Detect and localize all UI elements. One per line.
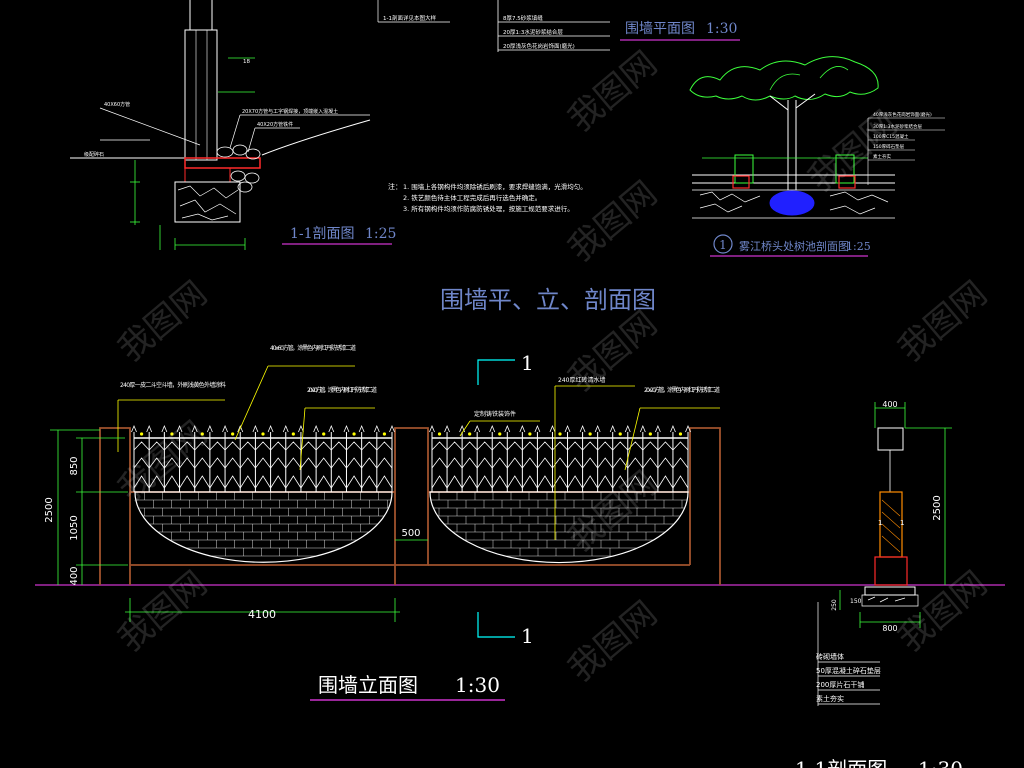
tree-pit-marker: 1 [719, 238, 727, 252]
small-layer-3: 200厚片石干铺 [816, 680, 864, 689]
section-callout-3: 20X70方管与工字钢焊接，顶端嵌入混凝土 [242, 108, 338, 115]
callout-post: 240厚一皮二斗空斗墙，外刷浅黄色外墙涂料 [120, 381, 226, 389]
watermark-text: 我图网 [801, 103, 905, 199]
section-mark-b: 1 [900, 519, 904, 527]
watermark-text: 我图网 [561, 303, 665, 399]
section-1-1-title: 1-1剖面图 [290, 226, 355, 242]
small-layer-4: 素土夯实 [816, 694, 844, 703]
small-section-1-1: 400 2500 250 150 800 1 1 砖砌墙体 50厚混凝土碎石垫层… [795, 400, 963, 768]
tree-pit-layer-4: 150厚碎石垫层 [873, 143, 905, 150]
section-mark-top: 1 [521, 351, 534, 375]
plan-layer-1: 8厚7.5砂浆填缝 [503, 14, 543, 22]
dim-post-width: 500 [401, 528, 420, 539]
small-dim-height: 2500 [932, 495, 943, 520]
tree-pit-layer-1: 40厚浅灰色花岗岩饰面(磨光) [873, 111, 932, 118]
section-1-1-detail: 1-1剖面详见本图大样 18 40X60方管 20X70方管与工字钢焊接，顶端嵌… [70, 0, 450, 250]
plan-view-scale: 1:30 [706, 21, 737, 37]
callout-bars-right: 20x20方管，涂黑色内刷红丹防锈漆二道 [644, 386, 720, 394]
watermark-text: 我图网 [111, 273, 215, 369]
dim-upper: 850 [69, 456, 80, 475]
note-3: 3. 所有钢构件均须作防腐防锈处理，按施工规范要求进行。 [403, 204, 574, 213]
general-notes: 注： 1. 围墙上各钢构件均须除锈后刷漆，要求焊缝饱满，光滑均匀。 2. 铁艺颜… [388, 182, 587, 213]
small-section-scale: 1:30 [918, 757, 963, 768]
note-1: 1. 围墙上各钢构件均须除锈后刷漆，要求焊缝饱满，光滑均匀。 [403, 182, 587, 191]
small-layer-2: 50厚混凝土碎石垫层 [816, 666, 881, 675]
elevation-scale: 1:30 [455, 673, 500, 697]
watermark-text: 我图网 [561, 43, 665, 139]
elevation-title: 围墙立面图 [318, 673, 418, 697]
tree-pit-title: 雾江桥头处树池剖面图 [739, 239, 849, 253]
small-dim-left: 250 [831, 599, 838, 611]
small-dim-right: 150 [850, 598, 862, 605]
dim-base: 400 [69, 566, 80, 585]
wall-elevation: 1 1 240厚一皮二斗空斗墙，外刷浅黄色外墙涂料 40x60方管，涂黑色内刷红… [35, 344, 1005, 701]
tree-pit-layer-2: 30厚1:3水泥砂浆结合层 [873, 123, 922, 130]
dim-middle: 1050 [69, 515, 80, 540]
brick-pattern [136, 492, 688, 557]
section-mark-bottom: 1 [521, 624, 534, 648]
section-callout-1: 1-1剖面详见本图大样 [383, 14, 436, 22]
callout-ornament: 定制铸铁装饰件 [474, 410, 516, 418]
plan-layer-3: 20厚浅灰色花岗岩饰面(磨光) [503, 42, 575, 50]
section-callout-2: 40X60方管 [104, 101, 130, 108]
tree-pit-scale: 1:25 [846, 240, 871, 253]
section-mark-a: 1 [878, 519, 882, 527]
section-dim-label: 18 [243, 59, 250, 65]
tree-pit-layer-5: 素土夯实 [873, 153, 891, 160]
small-layer-1: 砖砌墙体 [816, 652, 844, 661]
watermark-text: 我图网 [111, 563, 215, 659]
dim-span: 4100 [248, 608, 276, 621]
section-callout-4: 40X20方管铁件 [257, 121, 293, 128]
plan-view-title: 围墙平面图 [625, 21, 695, 37]
small-dim-base: 800 [882, 624, 897, 633]
plan-view-layers: 8厚7.5砂浆填缝 20厚1:3水泥砂浆结合层 20厚浅灰色花岗岩饰面(磨光) … [497, 0, 740, 52]
section-1-1-scale: 1:25 [365, 226, 396, 242]
notes-label: 注： [388, 182, 402, 191]
small-dim-top: 400 [882, 400, 897, 409]
dim-total-height: 2500 [44, 497, 55, 522]
note-2: 2. 铁艺颜色待主体工程完成后再行选色并确定。 [403, 193, 541, 202]
fence-panel-left [131, 424, 395, 492]
main-title: 围墙平、立、剖面图 [440, 286, 656, 314]
tree-pit-section: 40厚浅灰色花岗岩饰面(磨光) 30厚1:3水泥砂浆结合层 100厚C15混凝土… [689, 56, 945, 257]
plan-layer-2: 20厚1:3水泥砂浆结合层 [503, 28, 563, 36]
small-section-title: 1-1剖面图 [795, 757, 887, 768]
section-callout-5: 级配碎石 [84, 151, 104, 158]
watermark-text: 我图网 [561, 593, 665, 689]
watermark-text: 我图网 [891, 273, 995, 369]
callout-bars-left: 20x20方管，涂黑色内刷红丹防锈漆二道 [307, 386, 377, 394]
callout-top-rail: 40x60方管，涂黑色内刷红丹防锈漆二道 [270, 344, 356, 352]
tree-pit-layer-3: 100厚C15混凝土 [873, 133, 909, 140]
callout-brick: 240厚红砖清水墙 [558, 376, 605, 384]
fence-panel-right [429, 424, 691, 492]
